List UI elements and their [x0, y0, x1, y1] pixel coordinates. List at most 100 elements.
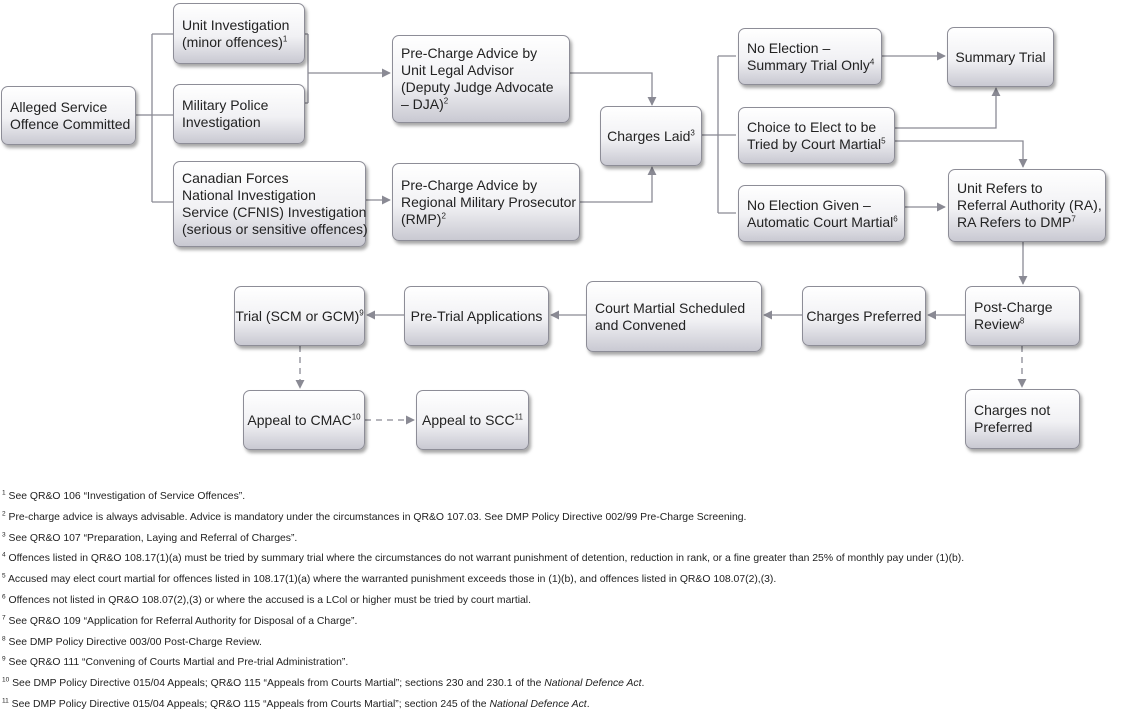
node-no-election-given-line-1: No Election Given – [747, 196, 871, 213]
node-unit-refers-line-2: Referral Authority (RA), [957, 197, 1102, 213]
node-no-election-line-2-wrap: Summary Trial Only4 [747, 56, 874, 74]
node-precharge-unit-line-3: (Deputy Judge Advocate [401, 79, 554, 95]
node-court-martial-scheduled-line-2: and Convened [595, 316, 687, 333]
connector-lines [136, 33, 1028, 425]
node-no-election-given-line-2: Automatic Court Martial [747, 213, 894, 230]
footnote-text: See DMP Policy Directive 003/00 Post-Cha… [8, 636, 262, 648]
footnote-ref-1: 1 [282, 33, 288, 43]
footnote-num: 4 [2, 551, 6, 559]
node-charges-not-preferred-line-1: Charges not [974, 402, 1051, 418]
footnote-10: 10 See DMP Policy Directive 015/04 Appea… [2, 674, 1138, 695]
node-unit-investigation: Unit Investigation (minor offences)1 [173, 3, 305, 64]
footnote-6: 6 Offences not listed in QR&O 108.07(2),… [2, 591, 1138, 612]
node-appeal-cmac-line-wrap: Appeal to CMAC10 [247, 412, 360, 429]
footnote-7: 7 See QR&O 109 “Application for Referral… [2, 612, 1138, 633]
node-post-charge-line-1: Post-Charge [974, 299, 1053, 315]
node-charges-laid: Charges Laid3 [600, 106, 702, 166]
node-unit-refers-line-3-wrap: RA Refers to DMP7 [957, 214, 1097, 231]
footnote-text: Offences not listed in QR&O 108.07(2),(3… [8, 594, 531, 606]
footnote-text: See QR&O 111 “Convening of Courts Martia… [8, 657, 349, 669]
node-appeal-cmac-line-1: Appeal to CMAC [247, 411, 352, 428]
node-unit-refers-line-3: RA Refers to DMP [957, 214, 1072, 230]
node-unit-refers: Unit Refers to Referral Authority (RA), … [948, 169, 1106, 242]
footnote-9: 9 See QR&O 111 “Convening of Courts Mart… [2, 653, 1138, 674]
node-alleged-offence: Alleged Service Offence Committed [1, 86, 136, 145]
node-trial: Trial (SCM or GCM)9 [234, 286, 365, 346]
footnote-text: See QR&O 107 “Preparation, Laying and Re… [8, 532, 298, 544]
node-precharge-rmp-line-3: (RMP) [401, 210, 442, 227]
node-charges-not-preferred-line-2: Preferred [974, 419, 1033, 435]
node-appeal-scc: Appeal to SCC11 [416, 390, 529, 450]
node-unit-investigation-line-2: (minor offences) [182, 33, 283, 50]
node-precharge-rmp-line-1: Pre-Charge Advice by [401, 176, 538, 193]
node-appeal-scc-line-wrap: Appeal to SCC11 [422, 412, 523, 429]
footnote-ref-8: 8 [1019, 316, 1025, 326]
node-choice-to-elect-line-1: Choice to Elect to be [747, 118, 877, 135]
footnote-8: 8 See DMP Policy Directive 003/00 Post-C… [2, 633, 1138, 654]
footnote-text: Accused may elect court martial for offe… [7, 574, 777, 586]
footnote-num: 8 [2, 635, 6, 643]
connector-precharge-rmp-to-charges [580, 166, 657, 203]
node-post-charge: Post-Charge Review8 [965, 286, 1080, 346]
footnote-tail: . [586, 698, 590, 710]
footnote-text: See QR&O 106 “Investigation of Service O… [8, 491, 246, 502]
node-precharge-unit-line-1: Pre-Charge Advice by [401, 45, 538, 61]
footnote-text: Pre-charge advice is always advisable. A… [8, 511, 747, 523]
footnote-italic: National Defence Act [544, 678, 642, 690]
node-unit-investigation-line-2-wrap: (minor offences)1 [182, 34, 296, 51]
node-trial-line-wrap: Trial (SCM or GCM)9 [235, 308, 363, 325]
footnote-num: 3 [2, 531, 6, 539]
footnote-italic: National Defence Act [489, 698, 587, 710]
node-charges-preferred: Charges Preferred [802, 286, 926, 346]
node-charges-not-preferred: Charges not Preferred [965, 389, 1080, 449]
node-precharge-rmp: Pre-Charge Advice by Regional Military P… [392, 163, 580, 241]
node-military-police: Military Police Investigation [173, 84, 305, 144]
node-precharge-unit: Pre-Charge Advice by Unit Legal Advisor … [392, 35, 570, 123]
footnote-text: See QR&O 109 “Application for Referral A… [8, 615, 358, 627]
connector-choice-to-summary [895, 87, 1001, 129]
node-alleged-offence-line-1: Alleged Service [10, 98, 108, 115]
footnote-4: 4 Offences listed in QR&O 108.17(1)(a) m… [2, 549, 1138, 570]
node-unit-refers-line-1: Unit Refers to [957, 180, 1043, 196]
footnote-ref-11: 11 [514, 411, 523, 421]
node-trial-line-1: Trial (SCM or GCM) [235, 307, 360, 324]
node-precharge-unit-line-4: – DJA) [401, 96, 444, 112]
node-unit-investigation-line-1: Unit Investigation [182, 16, 290, 33]
footnote-text: See DMP Policy Directive 015/04 Appeals;… [11, 698, 490, 710]
flowchart: Alleged Service Offence Committed Unit I… [1, 3, 1106, 450]
footnote-ref-3: 3 [690, 127, 695, 137]
footnote-ref-9: 9 [359, 307, 364, 317]
node-pretrial-applications-line-1: Pre-Trial Applications [410, 307, 543, 324]
footnote-ref-7: 7 [1071, 214, 1076, 224]
footnote-ref-2a: 2 [443, 96, 449, 106]
footnote-num: 1 [2, 489, 6, 497]
node-no-election-line-2: Summary Trial Only [747, 56, 870, 73]
footnote-ref-2b: 2 [441, 210, 446, 220]
node-precharge-unit-line-4-wrap: – DJA)2 [401, 96, 561, 113]
footnote-5: 5 Accused may elect court martial for of… [2, 570, 1138, 591]
footnote-ref-10: 10 [351, 411, 361, 421]
node-post-charge-line-2-wrap: Review8 [974, 316, 1071, 333]
footnote-1: 1 See QR&O 106 “Investigation of Service… [2, 487, 1138, 508]
node-cfnis: Canadian Forces National Investigation S… [173, 161, 368, 247]
node-post-charge-line-2: Review [974, 316, 1020, 332]
footnote-num: 6 [2, 593, 6, 601]
node-choice-to-elect: Choice to Elect to be Tried by Court Mar… [738, 107, 895, 164]
connector-unit-investigation-out [305, 33, 309, 104]
node-charges-laid-line-wrap: Charges Laid3 [607, 128, 695, 145]
footnote-num: 7 [2, 614, 6, 622]
footnotes: 1 See QR&O 106 “Investigation of Service… [2, 487, 1138, 716]
node-cfnis-line-1: Canadian Forces [182, 170, 289, 186]
node-summary-trial: Summary Trial [947, 27, 1054, 87]
footnote-ref-6: 6 [893, 213, 898, 223]
node-military-police-line-1: Military Police [182, 97, 269, 113]
footnote-num: 11 [2, 697, 9, 705]
connector-precharge-unit-to-charges [570, 72, 657, 106]
connector-choice-to-unit-refers [895, 140, 1028, 168]
footnote-num: 2 [2, 510, 6, 518]
node-appeal-scc-line-1: Appeal to SCC [422, 411, 515, 428]
node-cfnis-line-3: Service (CFNIS) Investigation [182, 204, 367, 220]
node-choice-to-elect-line-2: Tried by Court Martial [747, 135, 882, 152]
footnote-tail: . [641, 678, 645, 690]
node-military-police-line-2: Investigation [182, 114, 261, 130]
